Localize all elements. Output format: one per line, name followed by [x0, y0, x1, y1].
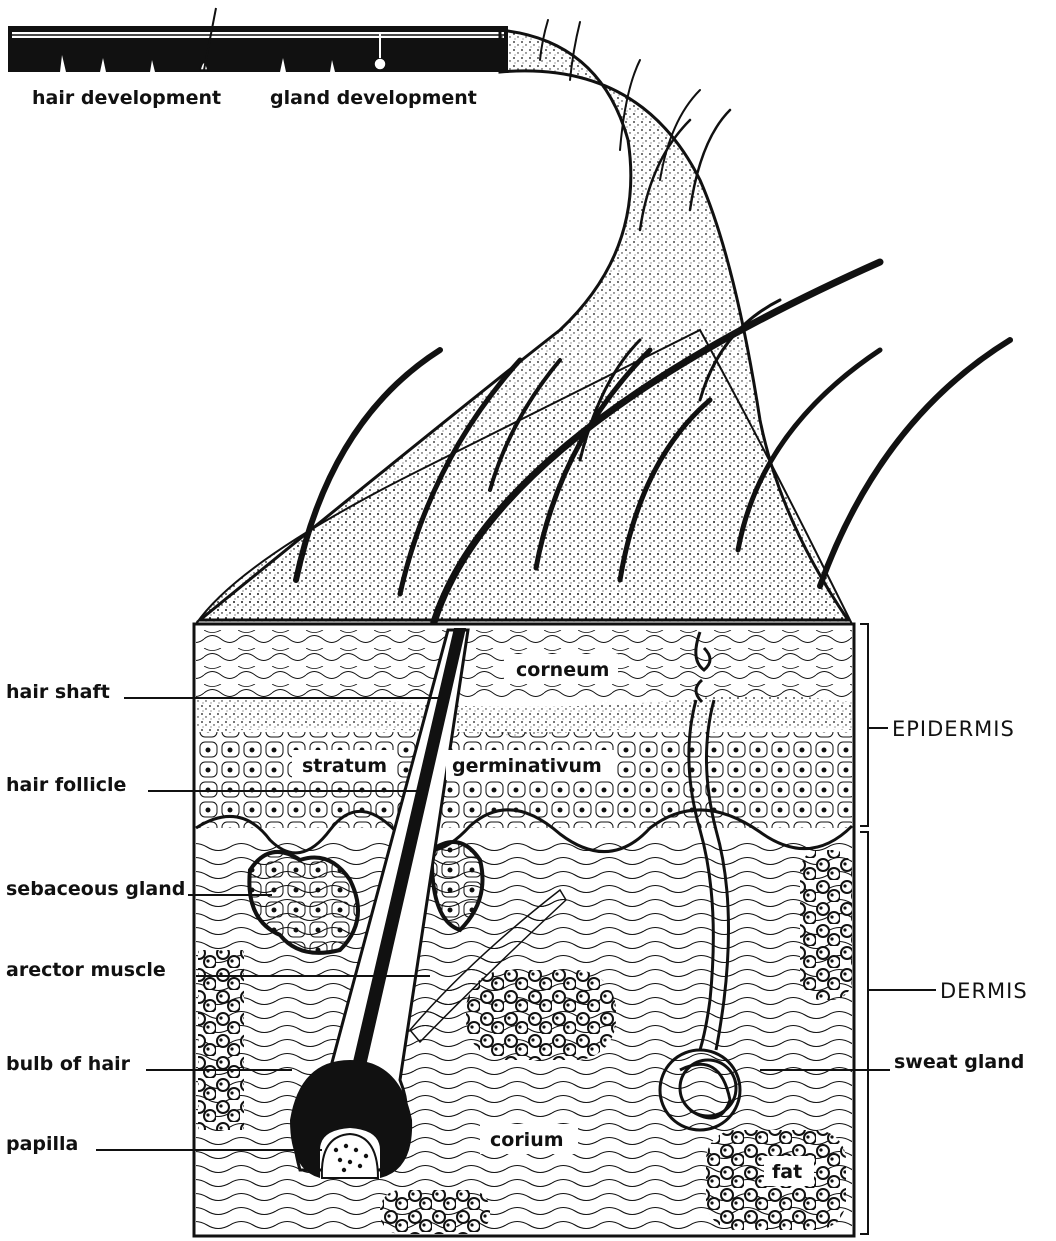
- sebaceous-gland-label: sebaceous gland: [6, 878, 185, 900]
- bulb-of-hair-label: bulb of hair: [6, 1053, 131, 1075]
- hair-shaft-label: hair shaft: [6, 681, 110, 703]
- germinativum-label: germinativum: [452, 755, 602, 777]
- corium-label: corium: [490, 1129, 564, 1151]
- hair-development-label: hair development: [32, 87, 221, 109]
- gland-development-label: gland development: [270, 87, 477, 109]
- fat-label: fat: [772, 1161, 802, 1183]
- gland-bud-icon: [374, 58, 386, 70]
- hair-follicle-label: hair follicle: [6, 774, 126, 796]
- epidermis-label: EPIDERMIS: [892, 717, 1015, 741]
- stratum-label: stratum: [302, 755, 387, 777]
- dermis-label: DERMIS: [940, 979, 1028, 1003]
- corneum-label: corneum: [516, 659, 609, 681]
- development-strip: [8, 8, 508, 72]
- papilla-label: papilla: [6, 1133, 78, 1155]
- sweat-gland-label: sweat gland: [894, 1051, 1024, 1073]
- arector-muscle-label: arector muscle: [6, 959, 166, 981]
